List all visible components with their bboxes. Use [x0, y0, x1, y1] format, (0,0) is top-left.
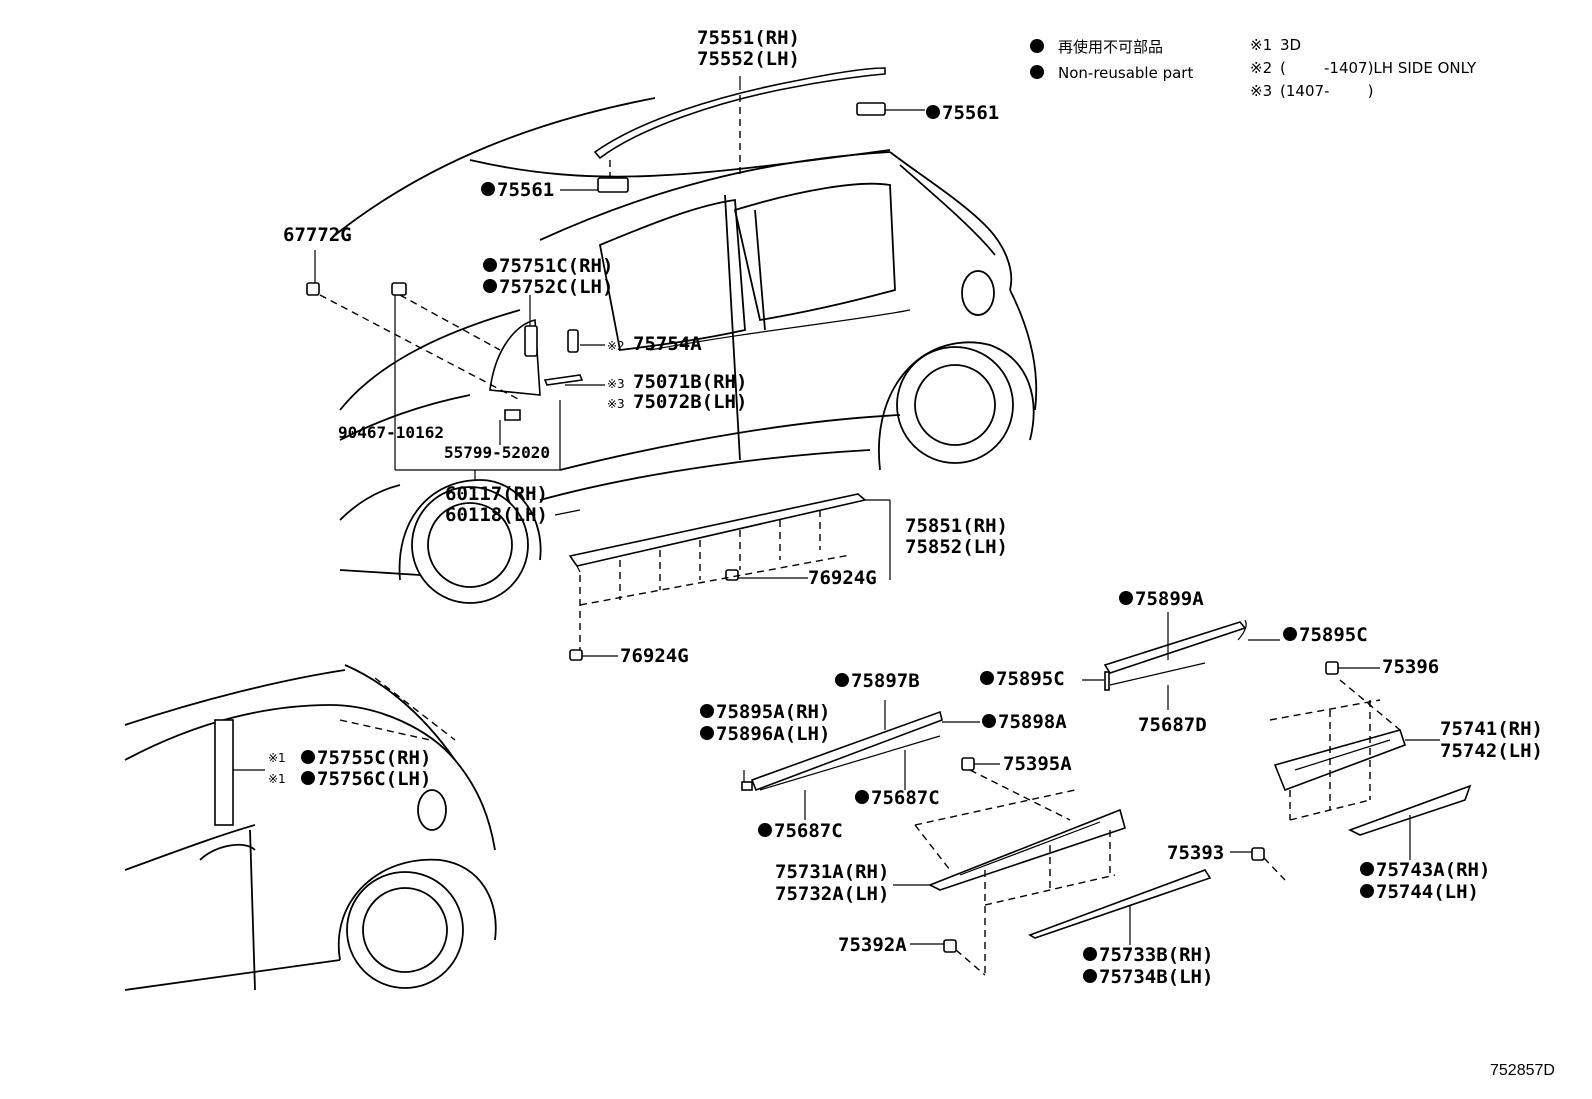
label-60117: 60117(RH) — [445, 483, 548, 505]
clip-icon — [1251, 847, 1265, 861]
label-67772G: 67772G — [283, 224, 352, 246]
non-reusable-dot-icon — [700, 704, 714, 718]
non-reusable-dot-icon — [483, 279, 497, 293]
non-reusable-dot-icon — [481, 182, 495, 196]
clip-icon — [569, 649, 583, 661]
leader-lines — [233, 76, 1440, 976]
label-75393: 75393 — [1167, 842, 1224, 864]
non-reusable-dot-icon — [1083, 947, 1097, 961]
label-75734B: 75734B(LH) — [1099, 966, 1213, 988]
clip-icon — [1325, 661, 1339, 675]
label-75552: 75552(LH) — [697, 48, 800, 70]
label-60118: 60118(LH) — [445, 504, 548, 526]
label-75742: 75742(LH) — [1440, 740, 1543, 762]
non-reusable-dot-icon — [758, 823, 772, 837]
non-reusable-dot-icon — [301, 750, 315, 764]
note-text-2: ( -1407)LH SIDE ONLY — [1280, 59, 1477, 77]
label-55799: 55799-52020 — [444, 443, 550, 462]
non-reusable-dot-icon — [1030, 65, 1044, 79]
label-75687C-left: 75687C — [774, 820, 843, 842]
label-75743A: 75743A(RH) — [1376, 859, 1490, 881]
label-75898A: 75898A — [998, 711, 1067, 733]
notes: ※1 3D ※2 ( -1407)LH SIDE ONLY ※3 (1407- … — [1250, 36, 1477, 100]
label-75851: 75851(RH) — [905, 515, 1008, 537]
non-reusable-dot-icon — [980, 671, 994, 685]
note-mark-2: ※2 — [1250, 59, 1272, 77]
non-reusable-dot-icon — [1083, 969, 1097, 983]
label-75396: 75396 — [1382, 656, 1439, 678]
label-75896A: 75896A(LH) — [716, 723, 830, 745]
non-reusable-dot-icon — [1283, 627, 1297, 641]
label-75755C: 75755C(RH) — [317, 747, 431, 769]
note-text-1: 3D — [1280, 36, 1301, 54]
label-76924G-b: 76924G — [620, 645, 689, 667]
legend: 再使用不可部品 Non-reusable part — [1030, 38, 1193, 82]
non-reusable-dot-icon — [835, 673, 849, 687]
non-reusable-dot-icon — [700, 726, 714, 740]
label-75687D: 75687D — [1138, 714, 1207, 736]
roof-molding — [593, 67, 886, 193]
label-75561-left: 75561 — [497, 179, 554, 201]
label-75687C-right: 75687C — [871, 787, 940, 809]
car-illustration-main — [334, 97, 1038, 604]
non-reusable-dot-icon — [1360, 884, 1374, 898]
label-75899A: 75899A — [1135, 588, 1204, 610]
label-75392A: 75392A — [838, 934, 907, 956]
label-75071B: 75071B(RH) — [633, 371, 747, 393]
label-75754A: 75754A — [633, 333, 702, 355]
mark-n3: ※3 — [607, 377, 625, 391]
label-75751C: 75751C(RH) — [499, 255, 613, 277]
non-reusable-dot-icon — [982, 714, 996, 728]
car-illustration-rear — [124, 664, 497, 991]
label-75852: 75852(LH) — [905, 536, 1008, 558]
non-reusable-dot-icon — [301, 771, 315, 785]
label-75731A: 75731A(RH) — [775, 861, 889, 883]
non-reusable-dot-icon — [483, 258, 497, 272]
note-mark-1: ※1 — [1250, 36, 1272, 54]
label-75752C: 75752C(LH) — [499, 276, 613, 298]
legend-en: Non-reusable part — [1058, 64, 1193, 82]
label-75744: 75744(LH) — [1376, 881, 1479, 903]
clip-icon — [961, 757, 975, 771]
label-90467: 90467-10162 — [338, 423, 444, 442]
label-75897B: 75897B — [851, 670, 920, 692]
label-75551: 75551(RH) — [697, 27, 800, 49]
label-75561-top: 75561 — [942, 102, 999, 124]
part-labels: 75551(RH) 75552(LH) 75561 75561 67772G 7… — [268, 27, 1543, 988]
mark-n3: ※3 — [607, 397, 625, 411]
label-75732A: 75732A(LH) — [775, 883, 889, 905]
label-75072B: 75072B(LH) — [633, 391, 747, 413]
label-75756C: 75756C(LH) — [317, 768, 431, 790]
note-mark-3: ※3 — [1250, 82, 1272, 100]
mark-n1: ※1 — [268, 751, 286, 765]
label-75895A: 75895A(RH) — [716, 701, 830, 723]
clip-icon — [306, 282, 320, 296]
clip-icon — [391, 282, 407, 296]
clip-icon — [943, 939, 957, 953]
non-reusable-dot-icon — [1119, 591, 1133, 605]
belt-moldings — [306, 282, 1472, 953]
legend-jp: 再使用不可部品 — [1058, 38, 1163, 56]
mark-n2: ※2 — [607, 339, 625, 353]
label-75895C-right: 75895C — [1299, 624, 1368, 646]
non-reusable-dot-icon — [926, 105, 940, 119]
label-75395A: 75395A — [1003, 753, 1072, 775]
label-75733B: 75733B(RH) — [1099, 944, 1213, 966]
label-76924G-a: 76924G — [808, 567, 877, 589]
non-reusable-dot-icon — [855, 790, 869, 804]
non-reusable-dot-icon — [1030, 39, 1044, 53]
figure-id: 752857D — [1490, 1062, 1555, 1079]
mark-n1: ※1 — [268, 772, 286, 786]
label-75895C-left: 75895C — [996, 668, 1065, 690]
label-75741: 75741(RH) — [1440, 718, 1543, 740]
note-text-3: (1407- ) — [1280, 82, 1373, 100]
non-reusable-dot-icon — [1360, 862, 1374, 876]
clip-icon — [725, 569, 739, 581]
